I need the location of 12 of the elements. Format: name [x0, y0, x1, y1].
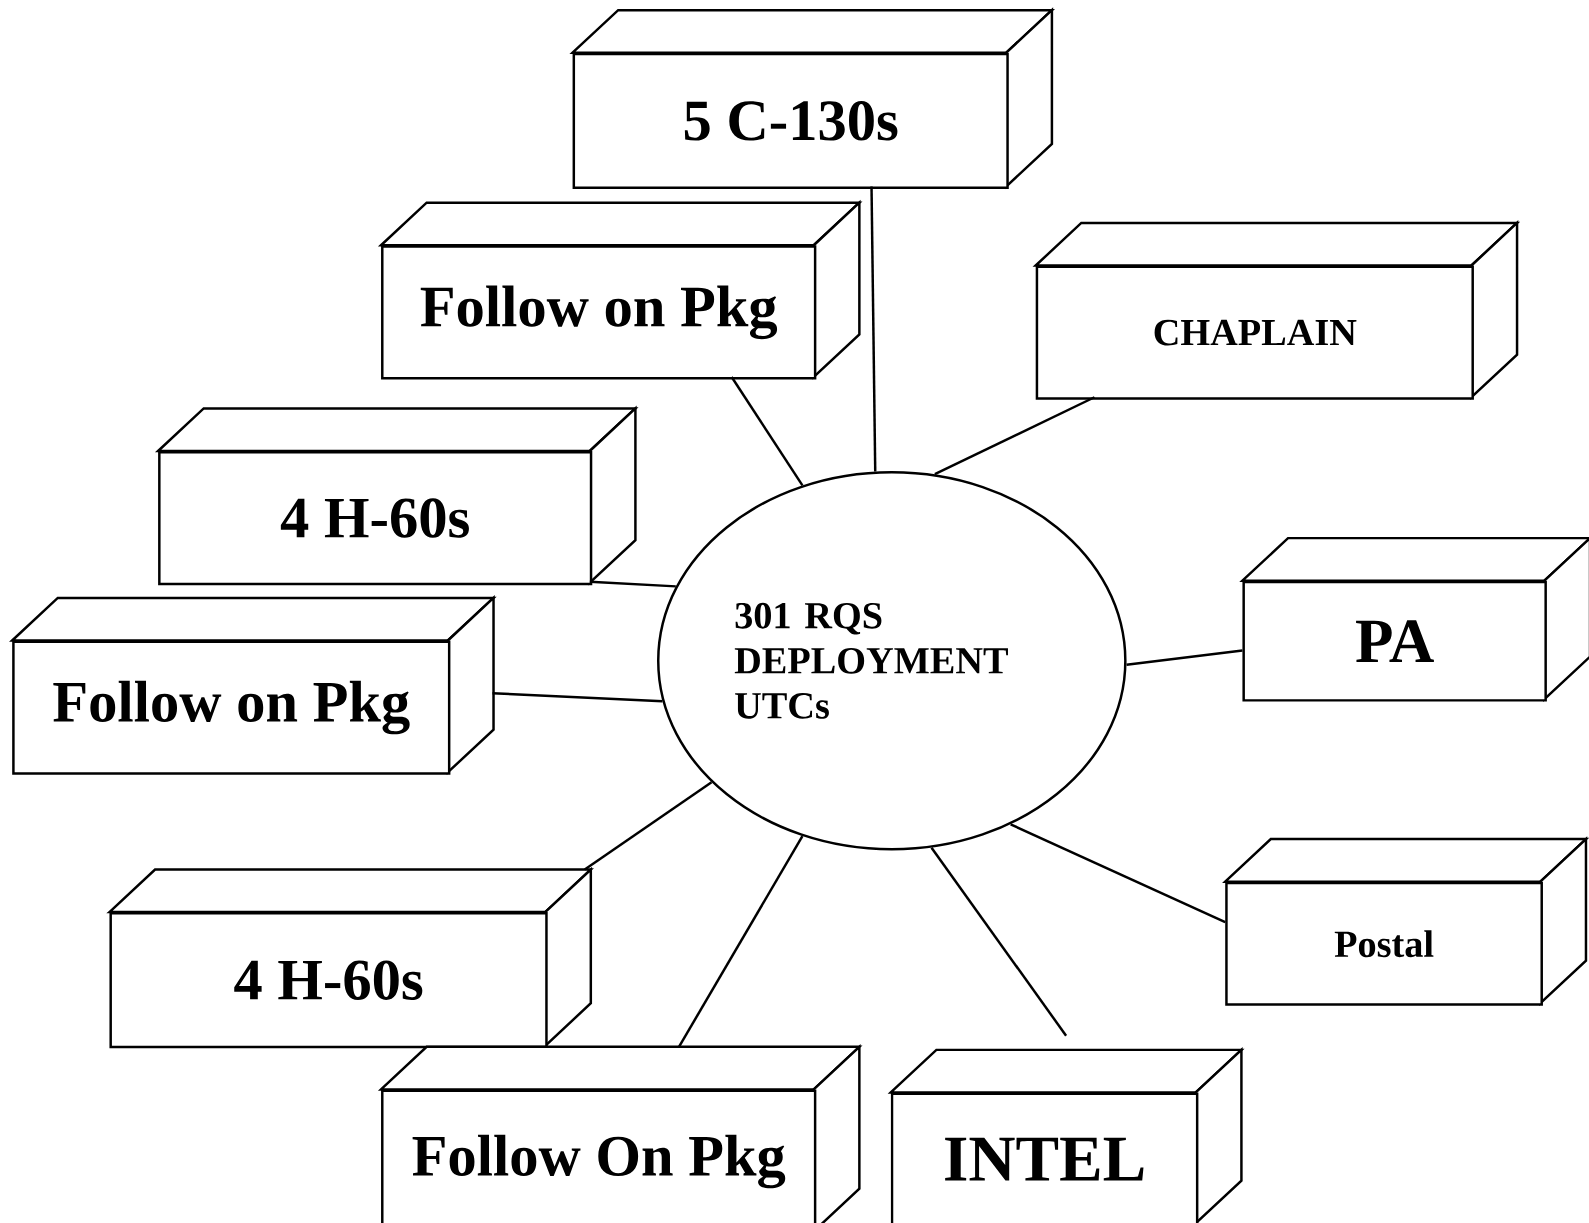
connector-line	[589, 580, 676, 588]
connector-line	[677, 835, 804, 1048]
connector-line	[492, 691, 663, 703]
node-label: Follow On Pkg	[412, 1134, 786, 1189]
connector-line	[870, 186, 877, 472]
connector-line	[730, 376, 804, 486]
node-label: INTEL	[945, 1137, 1144, 1181]
connector-line	[584, 781, 713, 871]
connector-line	[1010, 823, 1226, 924]
connector-line	[930, 846, 1068, 1037]
connector-line	[934, 396, 1095, 476]
connector-line	[1126, 649, 1243, 666]
